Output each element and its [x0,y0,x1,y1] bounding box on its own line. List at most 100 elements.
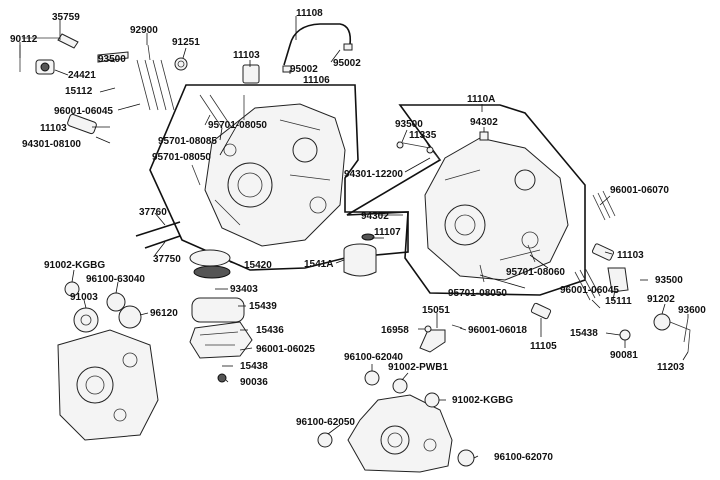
part-label: 91002-KGBG [44,260,105,271]
part-label: 96100-62070 [494,452,553,463]
part-label: 11103 [40,123,67,134]
right-crankcase-half [424,131,569,281]
fitting-11103-top [242,64,260,84]
part-label: 96001-06070 [610,185,669,196]
part-label: 35759 [52,12,80,23]
plate-15111 [607,267,629,293]
shaft-37750 [144,235,181,249]
hose-clamp-2 [343,43,353,51]
drain-plug-90036 [217,373,227,383]
part-label: 1110A [467,94,495,105]
part-label: 96100-62050 [296,417,355,428]
part-label: 15420 [244,260,272,271]
fitting-15051 [419,329,446,353]
part-label: 95701-08050 [208,120,267,131]
right-bolt-group [479,190,616,301]
part-label: 24421 [68,70,96,81]
bearing-91003-inner [80,314,92,326]
part-label: 91002-KGBG [452,395,513,406]
part-label: 94302 [470,117,498,128]
part-label: 95701-08050 [152,152,211,163]
left-crankcase-half [191,94,346,247]
part-label: 92900 [130,25,158,36]
part-label: 15051 [422,305,450,316]
part-label: 94301-08100 [22,139,81,150]
part-label: 93500 [395,119,423,130]
lower-right-crankcase [347,394,453,473]
oil-filter-1541A [343,233,377,277]
part-label: 90112 [10,34,38,45]
part-label: 96120 [150,308,178,319]
part-label: 15438 [240,361,268,372]
bolt-93600 [683,317,689,343]
part-label: 11203 [657,362,685,373]
hose-clamp [282,65,292,73]
part-label: 11335 [409,130,437,141]
part-label: 37760 [139,207,167,218]
part-label: 95002 [333,58,361,69]
bearing-96100-62050 [317,432,333,448]
part-label: 91002-PWB1 [388,362,448,373]
bolt-group-top [136,44,175,111]
part-label: 37750 [153,254,181,265]
part-label: 95701-08050 [448,288,507,299]
part-label: 11103 [617,250,644,261]
bearing-96100-62040 [364,370,380,386]
part-label: 90036 [240,377,268,388]
bearing-96100-62070 [457,449,475,467]
part-label: 94301-12200 [344,169,403,180]
part-label: 96001-06045 [560,285,619,296]
part-label: 15436 [256,325,284,336]
plug-90081 [619,329,631,341]
seal-91002-KGBG-right [424,392,440,408]
shaft-37760 [135,221,181,237]
part-label: 96100-63040 [86,274,145,285]
part-label: 91251 [172,37,200,48]
part-label: 16958 [381,325,409,336]
bearing-96100-63040 [106,292,126,312]
lower-left-crankcase [57,329,159,441]
part-label: 96100-62040 [344,352,403,363]
part-label: 94302 [361,211,389,222]
left-crankcase-frame [149,84,409,271]
fitting-11103-left [67,113,97,135]
bracket-11335 [396,141,441,161]
part-label: 11105 [530,341,557,352]
part-label: 11106 [303,75,330,86]
part-label: 96001-06025 [256,344,315,355]
leader-lines [19,16,689,459]
washer-16958 [424,325,432,333]
bolt-96001-06018 [451,324,463,329]
fitting-11105 [530,302,552,320]
bracket-11203 [669,321,691,353]
seal-91002-PWB1 [392,378,408,394]
part-label: 93500 [655,275,683,286]
bearing-96120 [118,305,142,329]
fitting-11103-right [591,243,615,261]
part-label: 15112 [65,86,93,97]
part-label: 95701-08085 [158,136,217,147]
gasket-15439 [191,297,245,323]
oil-pan-15436 [189,321,253,359]
part-label: 90081 [610,350,638,361]
part-label: 96001-06045 [54,106,113,117]
part-label: 11108 [296,8,323,19]
part-label: 11103 [233,50,260,61]
part-label: 15439 [249,301,277,312]
part-label: 95701-08060 [506,267,565,278]
part-label: 93600 [678,305,706,316]
part-label: 11107 [374,227,401,238]
seal-91202 [653,313,671,331]
part-label: 93403 [230,284,258,295]
part-label: 95002 [290,64,318,75]
hose-11108 [283,23,352,66]
part-label: 91003 [70,292,98,303]
part-labels: 35759 90112 24421 93500 15112 92900 9125… [10,8,706,463]
part-label: 15111 [605,296,632,307]
part-label: 93500 [98,54,126,65]
strainer-15420 [189,249,231,279]
part-label: 91202 [647,294,675,305]
part-label: 96001-06018 [468,325,527,336]
